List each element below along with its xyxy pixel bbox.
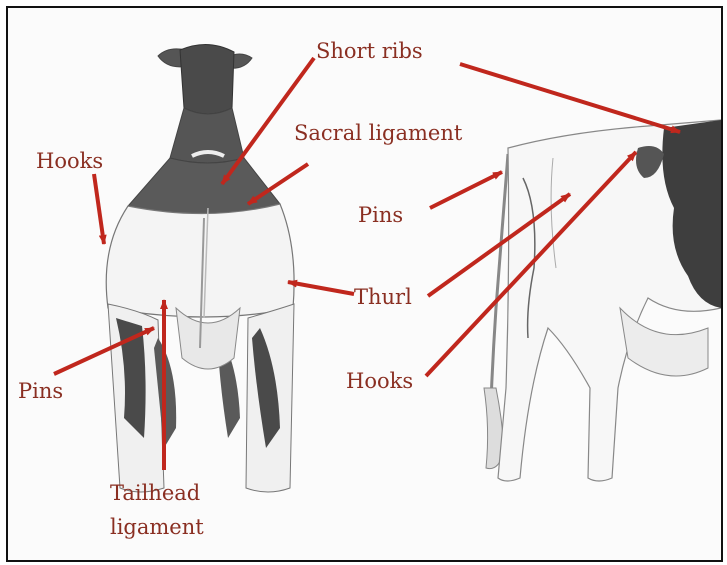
label-hooks-rear: Hooks	[36, 150, 103, 172]
label-short-ribs: Short ribs	[316, 40, 423, 62]
label-pins-side: Pins	[358, 204, 403, 226]
diagram-frame: Short ribs Sacral ligament Hooks Pins Th…	[6, 6, 723, 562]
label-sacral-ligament: Sacral ligament	[294, 122, 462, 144]
arrow-thurl-rear	[288, 282, 354, 294]
cow-illustration	[8, 8, 721, 560]
label-pins-rear: Pins	[18, 380, 63, 402]
label-tailhead-line1: Tailhead	[110, 482, 200, 504]
rear-view-cow	[106, 44, 294, 492]
side-view-cow	[484, 120, 721, 481]
arrow-short-ribs-side	[460, 64, 680, 132]
arrow-pins-side	[430, 172, 502, 208]
label-hooks-side: Hooks	[346, 370, 413, 392]
label-tailhead-line2: ligament	[110, 516, 204, 538]
arrow-hooks-rear	[94, 174, 104, 244]
label-thurl: Thurl	[354, 286, 412, 308]
